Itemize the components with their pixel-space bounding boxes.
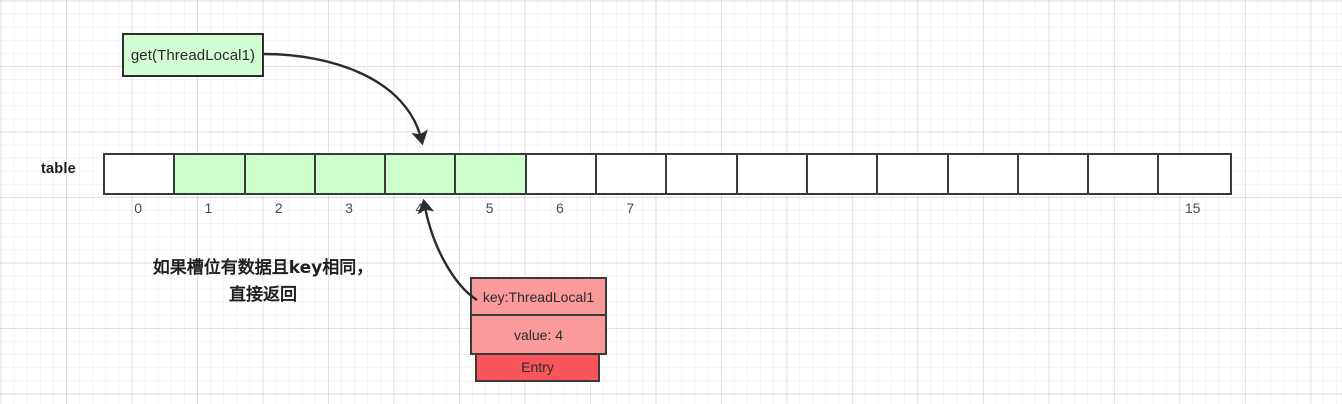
table-slot-2 xyxy=(245,155,316,193)
table-label: table xyxy=(41,161,76,177)
table-slot-1 xyxy=(175,155,246,193)
table-index-labels: 0 1 2 3 4 5 6 7 15 xyxy=(103,200,1228,220)
table-slot-13 xyxy=(1018,155,1090,193)
table-index-14 xyxy=(1087,200,1157,220)
entry-key-field: key:ThreadLocal1 xyxy=(472,279,605,316)
call-to-slot-arrow xyxy=(263,52,428,146)
annotation-note: 如果槽位有数据且key相同， 直接返回 xyxy=(118,255,408,309)
table-slot-12 xyxy=(948,155,1019,193)
table-slot-3 xyxy=(315,155,387,193)
entry-value-field: value: 4 xyxy=(513,326,564,343)
table-index-4: 4 xyxy=(415,200,424,216)
table-slot-11 xyxy=(878,155,949,193)
table-slot-10 xyxy=(807,155,879,193)
annotation-line-1: 如果槽位有数据且key相同， xyxy=(152,258,374,278)
table-slot-9 xyxy=(737,155,808,193)
table-index-1: 1 xyxy=(204,200,213,216)
table-index-15: 15 xyxy=(1184,200,1201,216)
table-slot-6 xyxy=(526,155,598,193)
table-index-5: 5 xyxy=(485,200,494,216)
table-slot-14 xyxy=(1089,155,1160,193)
table-index-3: 3 xyxy=(345,200,353,216)
entry-box: key:ThreadLocal1 value: 4 xyxy=(470,277,607,355)
table-slot-8 xyxy=(667,155,738,193)
table-index-13 xyxy=(1017,200,1087,220)
table-index-11 xyxy=(876,200,946,220)
table-index-2: 2 xyxy=(274,200,283,216)
table-index-6: 6 xyxy=(556,200,564,216)
entry-type-box: Entry xyxy=(475,352,600,382)
table-slot-0 xyxy=(105,155,176,193)
table-index-8 xyxy=(665,200,735,220)
get-call-box: get(ThreadLocal1) xyxy=(122,33,264,77)
table-index-0: 0 xyxy=(134,200,143,216)
annotation-line-2: 直接返回 xyxy=(229,285,297,305)
table-slot-7 xyxy=(597,155,668,193)
table-slot-4 xyxy=(386,155,457,193)
table-slot-15 xyxy=(1159,155,1230,193)
table-index-7: 7 xyxy=(626,200,635,216)
table-index-10 xyxy=(806,200,876,220)
table-slots xyxy=(103,153,1232,195)
table-index-12 xyxy=(947,200,1017,220)
table-slot-5 xyxy=(456,155,527,193)
table-index-9 xyxy=(736,200,806,220)
